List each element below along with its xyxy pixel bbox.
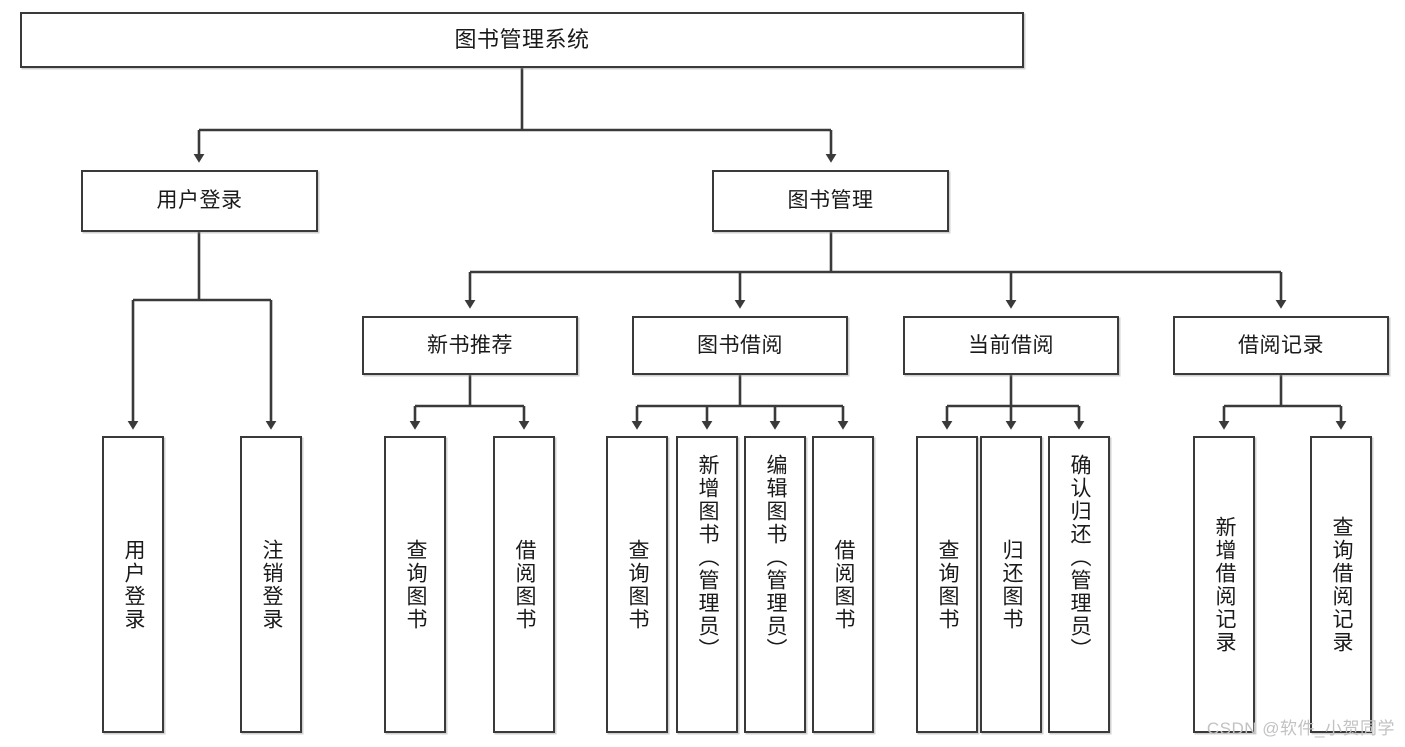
node-leaf-borrow-book-1[interactable]: 借阅图书	[493, 436, 555, 733]
node-leaf-query-book-3[interactable]: 查询图书	[916, 436, 978, 733]
node-current-borrow[interactable]: 当前借阅	[903, 316, 1119, 375]
node-leaf-user-login[interactable]: 用户登录	[102, 436, 164, 733]
node-leaf-query-book-2[interactable]: 查询图书	[606, 436, 668, 733]
node-user-login[interactable]: 用户登录	[81, 170, 318, 232]
node-label: 编辑图书（管理员）	[764, 454, 788, 661]
node-label: 查询借阅记录	[1330, 515, 1354, 654]
node-label: 查询图书	[404, 538, 428, 631]
node-label: 用户登录	[122, 538, 146, 631]
node-label: 新增借阅记录	[1213, 515, 1237, 654]
node-leaf-edit-book[interactable]: 编辑图书（管理员）	[744, 436, 806, 733]
node-label: 新增图书（管理员）	[696, 454, 720, 661]
csdn-watermark: CSDN @软件_小贺同学	[1206, 719, 1395, 738]
node-label: 查询图书	[936, 538, 960, 631]
node-label: 图书管理	[787, 189, 874, 213]
node-label: 注销登录	[260, 538, 284, 631]
node-label: 新书推荐	[427, 333, 513, 357]
node-leaf-confirm-return[interactable]: 确认归还（管理员）	[1048, 436, 1110, 733]
node-label: 查询图书	[626, 538, 650, 631]
node-book-borrow[interactable]: 图书借阅	[632, 316, 848, 375]
node-leaf-add-book[interactable]: 新增图书（管理员）	[676, 436, 738, 733]
node-label: 图书管理系统	[454, 26, 590, 52]
node-label: 用户登录	[156, 189, 243, 213]
node-leaf-add-record[interactable]: 新增借阅记录	[1193, 436, 1255, 733]
node-root-system[interactable]: 图书管理系统	[20, 12, 1024, 68]
node-new-book-recommend[interactable]: 新书推荐	[362, 316, 578, 375]
node-label: 归还图书	[1000, 538, 1024, 631]
node-label: 借阅图书	[832, 538, 856, 631]
node-label: 确认归还（管理员）	[1068, 454, 1092, 661]
node-leaf-borrow-book-2[interactable]: 借阅图书	[812, 436, 874, 733]
node-label: 借阅记录	[1238, 333, 1324, 357]
node-leaf-query-record[interactable]: 查询借阅记录	[1310, 436, 1372, 733]
node-book-management[interactable]: 图书管理	[712, 170, 949, 232]
node-leaf-return-book[interactable]: 归还图书	[980, 436, 1042, 733]
node-label: 当前借阅	[968, 333, 1054, 357]
node-leaf-query-book-1[interactable]: 查询图书	[384, 436, 446, 733]
node-label: 借阅图书	[513, 538, 537, 631]
node-borrow-record[interactable]: 借阅记录	[1173, 316, 1389, 375]
node-label: 图书借阅	[697, 333, 783, 357]
node-leaf-logout-login[interactable]: 注销登录	[240, 436, 302, 733]
